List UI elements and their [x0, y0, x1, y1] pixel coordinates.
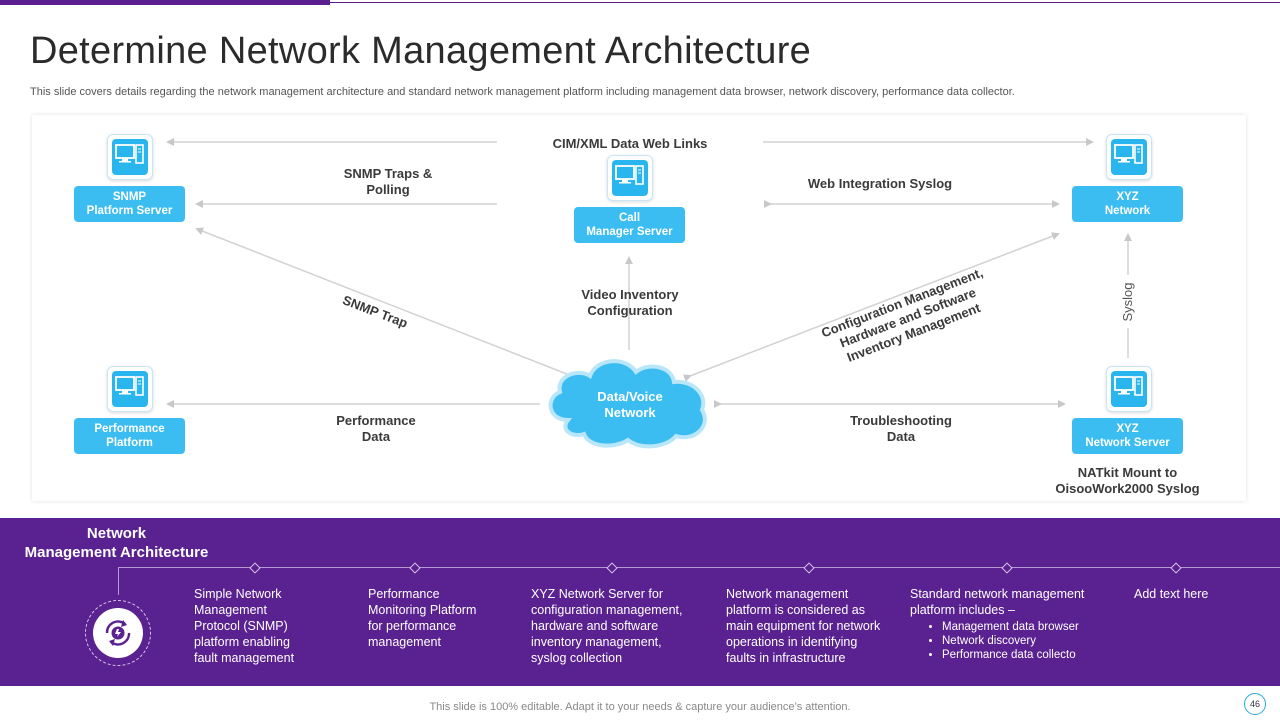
gear-cycle-icon	[105, 620, 131, 646]
node-label-line: SNMP	[112, 191, 147, 203]
cim-xml-label: CIM/XML Data Web Links	[552, 136, 708, 151]
performance-platform-computer-icon	[107, 366, 153, 412]
timeline-stem	[118, 567, 119, 595]
node-label-line: Platform Server	[86, 205, 173, 217]
data-voice-network-node: Data/Voice Network	[580, 388, 680, 422]
band-title: Network Management Architecture	[14, 524, 219, 562]
footer-note: This slide is 100% editable. Adapt it to…	[429, 701, 851, 713]
column-text-line: faults in infrastructure	[726, 651, 846, 665]
xyz-network-server-computer-icon	[1106, 366, 1152, 412]
list-item: Network discovery	[942, 634, 1110, 648]
band-title-line: Management Architecture	[24, 544, 209, 561]
node-label-line: Platform	[106, 437, 153, 449]
label-line: Polling	[366, 182, 410, 197]
natkit-mount-label: NATkit Mount to OisooWork2000 Syslog	[1040, 465, 1215, 497]
snmp-platform-server-node: SNMP Platform Server	[74, 186, 185, 222]
band-column-network-management: Network management platform is considere…	[726, 586, 906, 666]
label-line: SNMP Traps &	[343, 166, 433, 181]
top-accent-line	[330, 2, 1280, 3]
node-label-line: Manager Server	[586, 226, 673, 238]
label-line: NATkit Mount to	[1077, 465, 1178, 480]
column-text-line: fault management	[194, 651, 295, 665]
page-title: Determine Network Management Architectur…	[30, 30, 812, 72]
troubleshooting-data-label: Troubleshooting Data	[826, 413, 976, 445]
column-text-line: Performance	[368, 587, 440, 601]
band-column-snmp: Simple Network Management Protocol (SNMP…	[194, 586, 344, 666]
gear-cycle-badge	[85, 600, 151, 666]
band-column-placeholder: Add text here	[1134, 586, 1254, 602]
performance-data-label: Performance Data	[316, 413, 436, 445]
xyz-network-server-node: XYZ Network Server	[1072, 418, 1183, 454]
label-line: OisooWork2000 Syslog	[1055, 481, 1200, 496]
summary-band	[0, 518, 1280, 686]
column-text-line: Protocol (SNMP)	[194, 619, 288, 633]
label-line: Data	[361, 429, 391, 444]
timeline-line	[118, 567, 1280, 568]
list-item: Management data browser	[942, 620, 1110, 634]
node-label-line: Call	[618, 212, 641, 224]
xyz-network-node: XYZ Network	[1072, 186, 1183, 222]
node-label-line: Data/Voice	[597, 389, 663, 404]
page-subtitle: This slide covers details regarding the …	[30, 86, 1015, 98]
node-label-line: Network Server	[1085, 437, 1170, 449]
xyz-network-computer-icon	[1106, 134, 1152, 180]
column-text-line: management	[368, 635, 441, 649]
column-text-line: configuration management,	[531, 603, 683, 617]
page-number: 46	[1244, 693, 1266, 715]
platform-feature-list: Management data browser Network discover…	[910, 620, 1110, 662]
column-text-line: Management	[194, 603, 267, 617]
column-text-line: XYZ Network Server for	[531, 587, 663, 601]
label-line: Troubleshooting	[850, 413, 952, 428]
list-item: Performance data collecto	[942, 648, 1110, 662]
call-manager-server-node: Call Manager Server	[574, 207, 685, 243]
node-label-line: Performance	[94, 423, 165, 435]
node-label-line: XYZ	[1116, 191, 1139, 203]
column-text-line: Standard network management	[910, 587, 1085, 601]
column-text-line: operations in identifying	[726, 635, 858, 649]
label-line: Data	[886, 429, 916, 444]
column-text-line: Add text here	[1134, 587, 1209, 601]
band-title-line: Network	[86, 525, 147, 542]
column-text-line: platform enabling	[194, 635, 290, 649]
label-line: Video Inventory	[581, 287, 679, 302]
label-line: Configuration	[587, 303, 673, 318]
column-text-line: inventory management,	[531, 635, 662, 649]
performance-platform-node: Performance Platform	[74, 418, 185, 454]
column-text-line: main equipment for network	[726, 619, 881, 633]
column-text-line: platform is considered as	[726, 603, 865, 617]
video-inventory-label: Video Inventory Configuration	[560, 287, 700, 319]
column-text-line: Network management	[726, 587, 849, 601]
node-label-line: Network	[1104, 205, 1151, 217]
band-column-performance: Performance Monitoring Platform for perf…	[368, 586, 518, 650]
column-text-line: hardware and software	[531, 619, 659, 633]
web-integration-syslog-label: Web Integration Syslog	[807, 176, 953, 191]
node-label-line: Network	[604, 405, 656, 420]
label-line: Performance	[336, 413, 416, 428]
syslog-label: Syslog	[1120, 282, 1135, 322]
band-column-xyz-server: XYZ Network Server for configuration man…	[531, 586, 711, 666]
column-text-line: Simple Network	[194, 587, 282, 601]
column-text-line: Monitoring Platform	[368, 603, 477, 617]
node-label-line: XYZ	[1116, 423, 1139, 435]
column-text-line: platform includes –	[910, 603, 1015, 617]
band-column-standard-platform: Standard network management platform inc…	[910, 586, 1110, 662]
top-accent-bar	[0, 0, 330, 5]
snmp-traps-polling-label: SNMP Traps & Polling	[318, 166, 458, 198]
call-manager-computer-icon	[607, 155, 653, 201]
snmp-server-computer-icon	[107, 134, 153, 180]
column-text-line: syslog collection	[531, 651, 623, 665]
column-text-line: for performance	[368, 619, 457, 633]
